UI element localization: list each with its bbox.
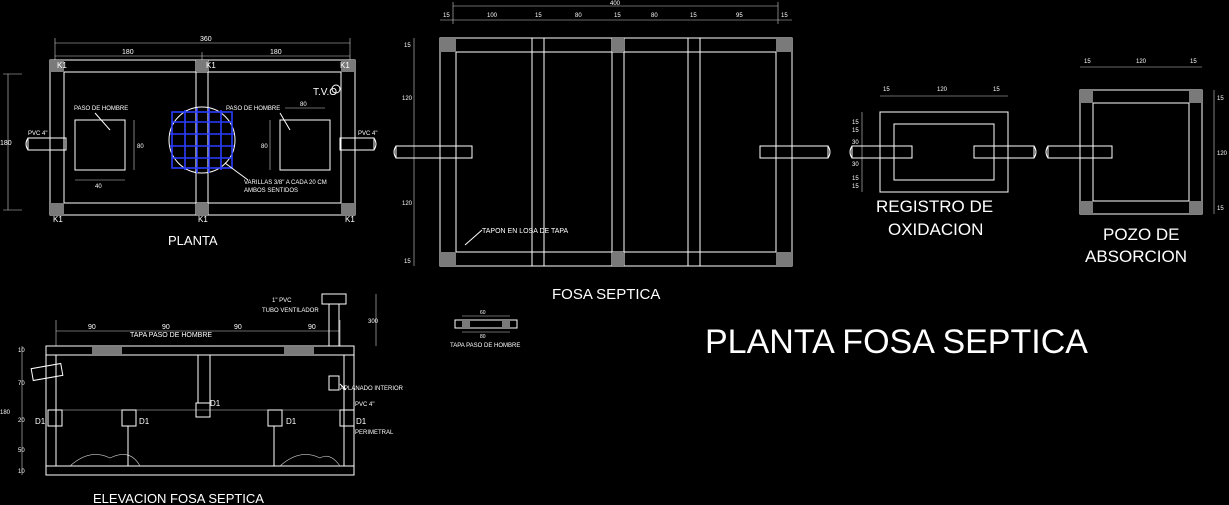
d-label: D1: [356, 417, 367, 426]
planta-title: PLANTA: [168, 233, 218, 248]
fosa-view: 400 15 100 15 80 15 80 15 95 15 15 120 1…: [393, 1, 831, 303]
elevacion-title: ELEVACION FOSA SEPTICA: [93, 491, 264, 505]
elev-dim-left: 10: [18, 469, 25, 475]
registro-title-1: REGISTRO DE: [876, 197, 993, 216]
pozo-dim-top: 15: [1084, 59, 1091, 65]
fosa-dim-total: 400: [610, 1, 621, 7]
elev-dim-left: 180: [0, 410, 11, 416]
detalle-view: 60 80 TAPA PASO DE HOMBRE: [450, 310, 520, 349]
elev-dim-top: 90: [308, 324, 316, 331]
fosa-dim-left: 120: [402, 96, 413, 102]
pvc-top-label: 1" PVC: [272, 298, 292, 304]
d-label: D1: [139, 417, 150, 426]
pvc-right-label: PVC 4": [358, 131, 377, 137]
registro-dim-left: 15: [852, 120, 859, 126]
fosa-dim-top: 80: [575, 13, 582, 19]
fosa-dim-left: 15: [404, 259, 411, 265]
registro-dim-top: 15: [883, 87, 890, 93]
elev-dim-top: 90: [234, 324, 242, 331]
pozo-dim-right: 15: [1217, 206, 1224, 212]
ambos-label: AMBOS SENTIDOS: [244, 188, 298, 194]
planta-dim-left: 180: [122, 49, 134, 56]
corner-label: K1: [206, 61, 216, 70]
elev-dim-left: 20: [18, 418, 25, 424]
fosa-dim-top: 95: [736, 13, 743, 19]
fosa-title: FOSA SEPTICA: [552, 286, 660, 303]
corner-label: K1: [340, 61, 350, 70]
fosa-dim-left: 120: [402, 201, 413, 207]
registro-dim-left: 15: [852, 128, 859, 134]
rebar-grid: [170, 108, 234, 173]
corner-label: K1: [198, 215, 208, 224]
pozo-dim-top: 15: [1190, 59, 1197, 65]
pozo-title-1: POZO DE: [1103, 225, 1180, 244]
fosa-dim-top: 100: [487, 13, 498, 19]
registro-dim-left: 30: [852, 140, 859, 146]
elev-dim-left: 10: [18, 348, 25, 354]
elev-dim-top: 90: [162, 324, 170, 331]
detalle-caption: TAPA PASO DE HOMBRE: [450, 343, 520, 349]
pozo-dim-right: 15: [1217, 96, 1224, 102]
registro-dim-left: 30: [852, 162, 859, 168]
perimetral-label: PERIMETRAL: [355, 430, 394, 436]
main-title: PLANTA FOSA SEPTICA: [705, 323, 1088, 361]
d-label: D1: [210, 399, 221, 408]
corner-label: K1: [57, 61, 67, 70]
tapon-label: TAPON EN LOSA DE TAPA: [482, 228, 569, 235]
fosa-dim-left: 15: [404, 43, 411, 49]
pozo-dim-right: 120: [1217, 151, 1228, 157]
corner-label: K1: [53, 215, 63, 224]
registro-view: 15 120 15 15 15 30 30 15 15 REGISTRO DE …: [849, 87, 1037, 239]
planta-dim-height: 180: [0, 140, 12, 147]
pvc-left-label: PVC 4": [28, 131, 47, 137]
varillas-label: VARILLAS 3/8" A CADA 20 CM: [244, 180, 327, 186]
registro-dim-top: 120: [937, 87, 948, 93]
registro-dim-left: 15: [852, 176, 859, 182]
planta-dim-total: 360: [200, 36, 212, 43]
fosa-dim-top: 15: [443, 13, 450, 19]
pozo-title-2: ABSORCION: [1085, 247, 1187, 266]
planta-dim-opening-h: 80: [137, 144, 144, 150]
fosa-dim-top: 15: [781, 13, 788, 19]
corner-label: K1: [345, 215, 355, 224]
planta-dim-opening-w: 40: [95, 184, 102, 190]
registro-title-2: OXIDACION: [888, 220, 983, 239]
planta-dim-opening-top: 80: [300, 102, 307, 108]
registro-dim-top: 15: [993, 87, 1000, 93]
elev-dim-left: 70: [18, 381, 25, 387]
registro-dim-left: 15: [852, 184, 859, 190]
fosa-dim-top: 15: [614, 13, 621, 19]
pozo-dim-top: 120: [1136, 59, 1147, 65]
d-label: D1: [35, 417, 46, 426]
elev-dim-left: 50: [18, 448, 25, 454]
planta-dim-opening-h2: 80: [261, 144, 268, 150]
planta-dim-right: 180: [270, 49, 282, 56]
detalle-dim-top: 60: [480, 310, 486, 316]
fosa-dim-top: 80: [651, 13, 658, 19]
elev-dim-right: 300: [368, 319, 379, 325]
elevacion-view: 90 90 90 90 TAPA PASO DE HOMBRE D1 D1 D1…: [0, 293, 404, 505]
tapa-label: TAPA PASO DE HOMBRE: [130, 332, 212, 339]
pozo-view: 15 120 15 15 120 15 POZO DE ABSORCION: [1045, 59, 1228, 266]
tubo-label: TUBO VENTILADOR: [262, 308, 319, 314]
fosa-dim-top: 15: [535, 13, 542, 19]
d-label: D1: [286, 417, 297, 426]
detalle-dim-bottom: 80: [480, 334, 486, 340]
planta-view: 360 180 180 K1 K1 K1 K1 K1 K1 180 PVC 4": [0, 36, 377, 248]
paso-left-label: PASO DE HOMBRE: [74, 106, 128, 112]
elev-dim-top: 90: [88, 324, 96, 331]
pvc-elev-label: PVC 4": [355, 402, 374, 408]
tvo-label: T.V.O: [313, 87, 337, 98]
paso-right-label: PASO DE HOMBRE: [226, 106, 280, 112]
aplanado-label: APLANADO INTERIOR: [340, 386, 404, 392]
fosa-dim-top: 15: [690, 13, 697, 19]
